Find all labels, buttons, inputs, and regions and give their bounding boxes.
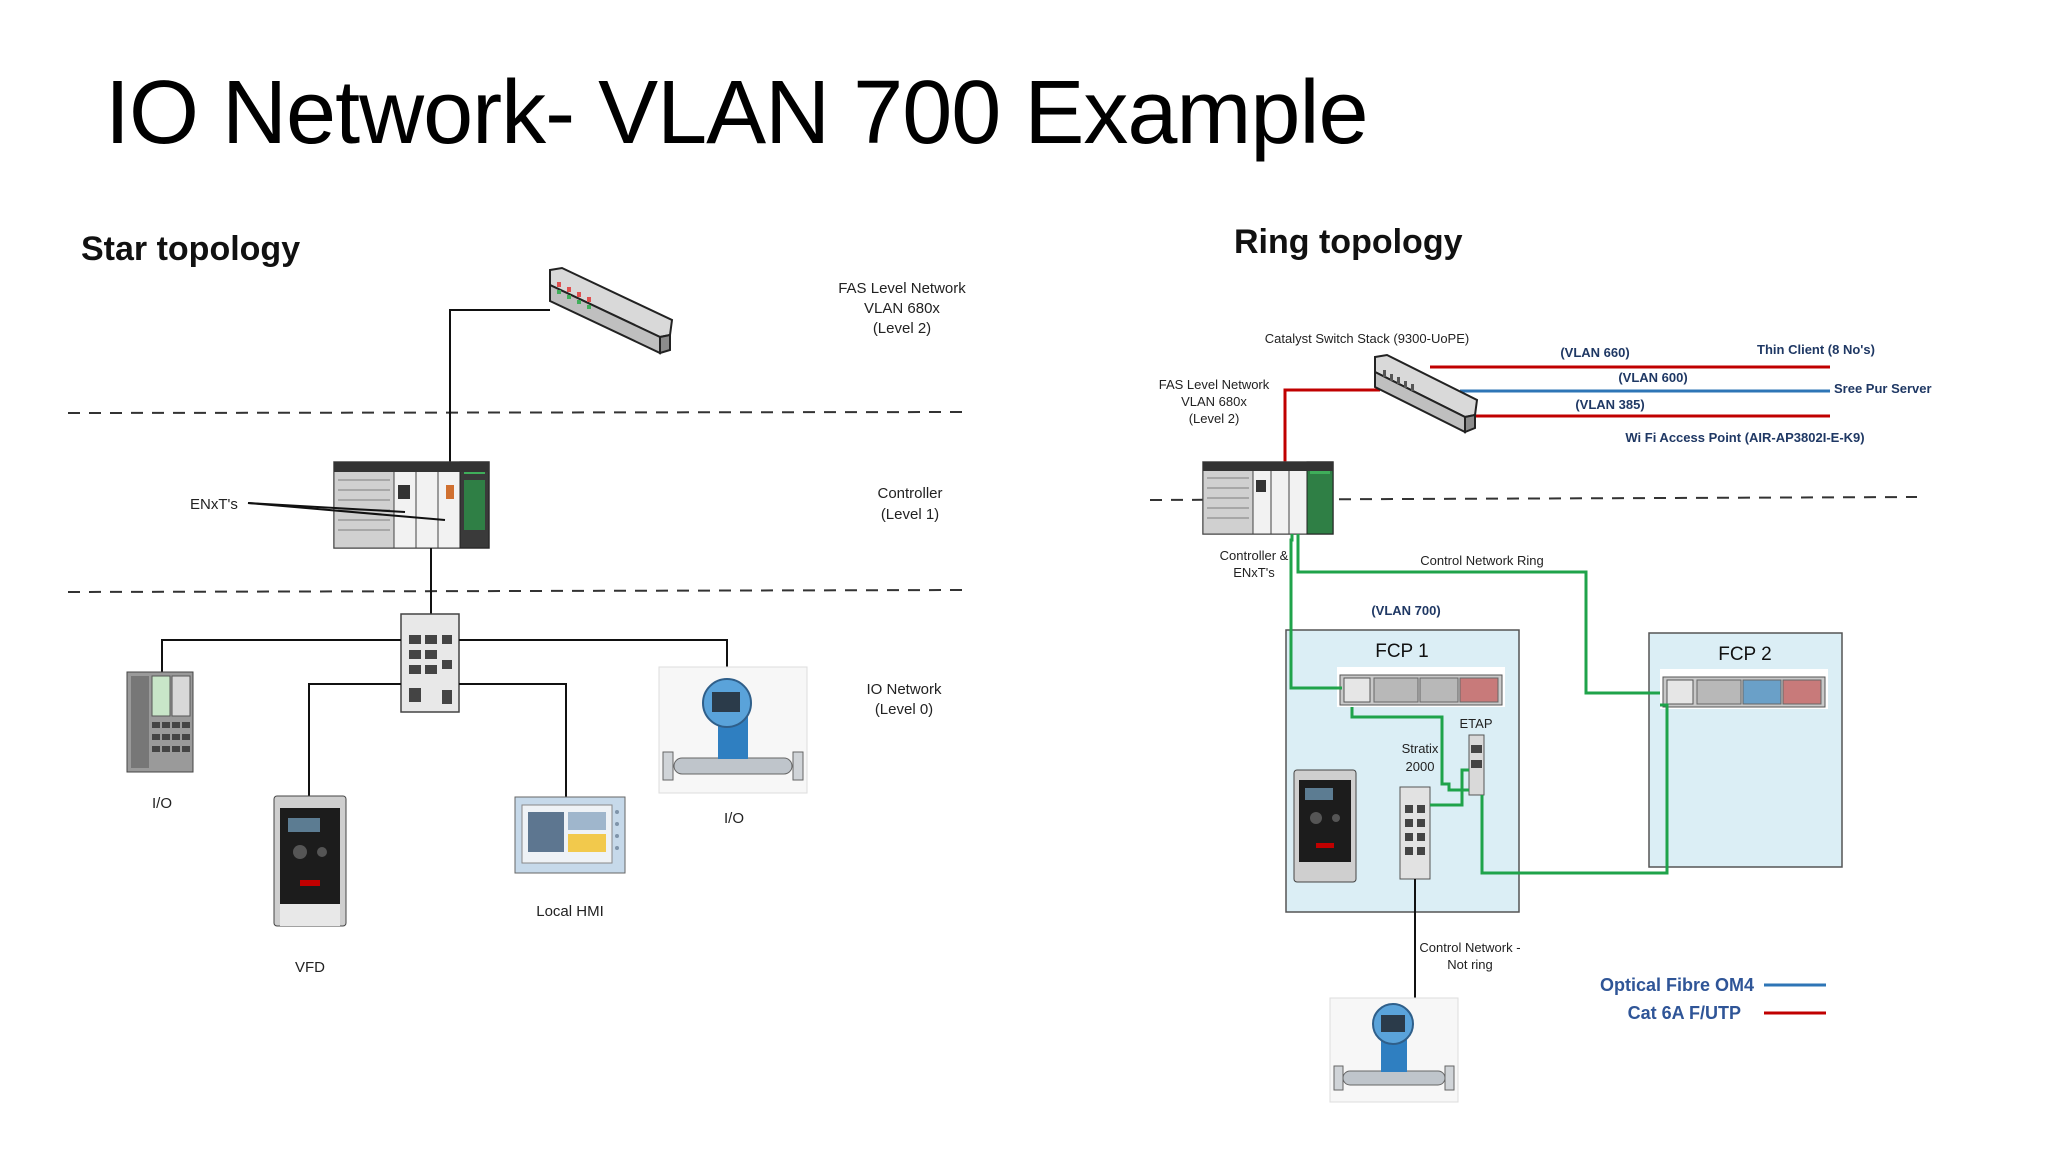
ring-flowmeter-icon [1329, 997, 1459, 1103]
star-link-io-left [161, 639, 401, 672]
legend-optical-fibre-label: Optical Fibre OM4 [1600, 975, 1754, 995]
star-io-left-label: I/O [152, 795, 172, 812]
ring-fcp1-io-rack-icon [1337, 667, 1505, 707]
ring-vlan660-label: (VLAN 660) [1560, 345, 1629, 360]
ring-fas-network-line2: VLAN 680x [1181, 394, 1247, 409]
star-topology-heading: Star topology [81, 230, 300, 268]
star-enxts-pointer-2 [247, 502, 446, 521]
star-io-network-line2: (Level 0) [875, 701, 933, 718]
ring-controller-label-line2: ENxT's [1233, 565, 1275, 580]
star-controller-label-line2: (Level 1) [881, 506, 939, 523]
ring-stratix-label-line1: Stratix [1402, 741, 1439, 756]
star-link-switch-controller [449, 309, 550, 462]
ring-link-controller-switch [1283, 388, 1380, 462]
ring-stratix-label-line2: 2000 [1406, 759, 1435, 774]
ring-controller-label-line1: Controller & [1220, 548, 1289, 563]
star-controller-label-line1: Controller [877, 485, 942, 502]
ring-topology-heading: Ring topology [1234, 223, 1463, 261]
star-vfd-icon [273, 795, 347, 927]
ring-control-network-ring-label: Control Network Ring [1420, 553, 1544, 568]
star-hmi-label: Local HMI [536, 903, 604, 920]
ring-vlan700-label: (VLAN 700) [1371, 603, 1440, 618]
ring-vlan600-label: (VLAN 600) [1618, 370, 1687, 385]
slide-title: IO Network- VLAN 700 Example [105, 63, 1368, 163]
ring-wifi-ap-label: Wi Fi Access Point (AIR-AP3802I-E-K9) [1625, 430, 1864, 445]
ring-fas-network-line3: (Level 2) [1189, 411, 1240, 426]
star-io-network-line1: IO Network [866, 681, 942, 698]
ring-thin-client-label: Thin Client (8 No's) [1757, 342, 1875, 357]
star-hmi-icon [514, 796, 626, 874]
ring-vfd-icon [1293, 769, 1357, 883]
ring-vlan385-label: (VLAN 385) [1575, 397, 1644, 412]
star-flowmeter-icon [658, 666, 808, 794]
ring-switch-stack-label: Catalyst Switch Stack (9300-UoPE) [1265, 331, 1469, 346]
star-io-module-icon [126, 671, 194, 773]
ring-link-fcp2-etap [1480, 703, 1669, 875]
star-fas-network-line1: FAS Level Network [838, 280, 966, 297]
ring-not-ring-label-line1: Control Network - [1419, 940, 1520, 955]
ring-catalyst-switch-icon [1374, 353, 1479, 434]
ring-fas-network-line1: FAS Level Network [1159, 377, 1270, 392]
star-io-switch-icon [400, 613, 460, 713]
star-vfd-label: VFD [295, 959, 325, 976]
star-level2-separator [67, 411, 967, 414]
star-controller-chassis-icon [333, 461, 490, 549]
star-enxts-label: ENxT's [190, 496, 238, 513]
star-fas-switch-icon [549, 266, 674, 355]
ring-link-controller-fcp1 [1289, 534, 1342, 690]
star-link-hmi [459, 683, 567, 797]
ring-link-etap-stratix [1430, 768, 1469, 807]
star-link-vfd [308, 683, 401, 796]
ring-link-controller-fcp2 [1296, 534, 1660, 695]
ring-sree-pur-server-label: Sree Pur Server [1834, 381, 1932, 396]
ring-link-fcp1-etap [1350, 707, 1469, 792]
ring-etap-icon [1468, 734, 1485, 796]
ring-etap-label: ETAP [1460, 716, 1493, 731]
ring-fcp1-label: FCP 1 [1375, 641, 1429, 662]
ring-stratix-switch-icon [1399, 786, 1431, 880]
star-fas-network-line3: (Level 2) [873, 320, 931, 337]
ring-fcp2-io-rack-icon [1660, 669, 1828, 709]
ring-fcp2-label: FCP 2 [1718, 644, 1772, 665]
star-link-io-right [459, 639, 728, 667]
ring-controller-chassis-icon [1202, 461, 1334, 535]
star-level1-separator [67, 589, 967, 593]
ring-not-ring-label-line2: Not ring [1447, 957, 1493, 972]
star-fas-network-line2: VLAN 680x [864, 300, 940, 317]
ring-fcp2-panel [1648, 632, 1843, 868]
star-io-right-label: I/O [724, 810, 744, 827]
legend-cat6a-label: Cat 6A F/UTP [1628, 1003, 1741, 1023]
